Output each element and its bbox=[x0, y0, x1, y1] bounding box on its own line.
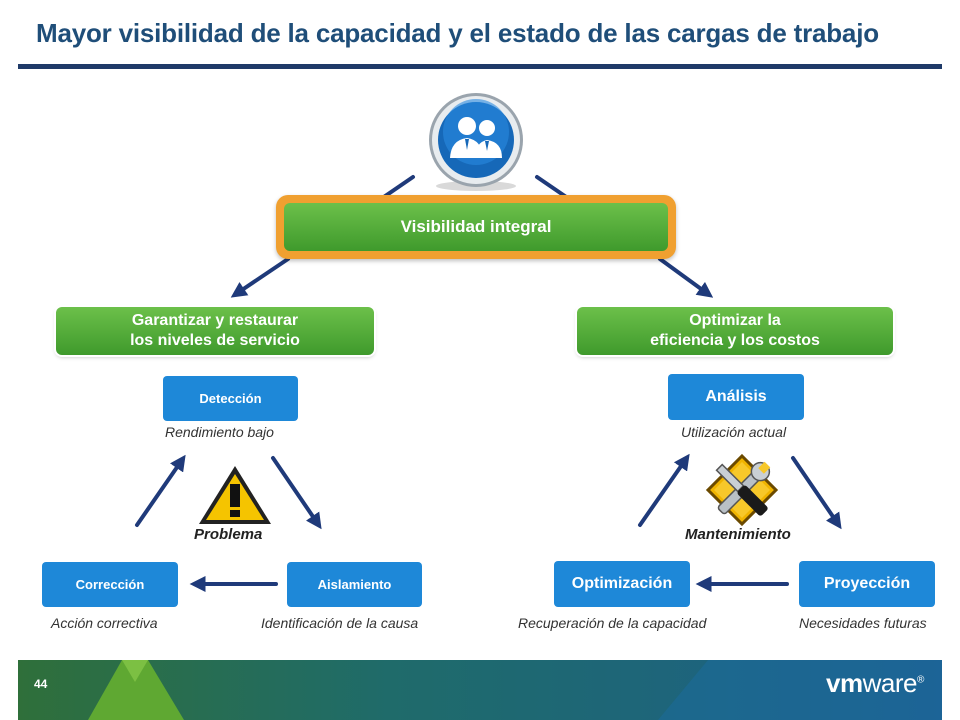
tools-icon bbox=[705, 453, 779, 527]
node-proyeccion-label: Proyección bbox=[823, 575, 911, 592]
node-correccion-label: Corrección bbox=[75, 577, 145, 592]
node-optimizacion-label: Optimización bbox=[571, 575, 673, 592]
footer-bar bbox=[18, 660, 942, 720]
caption-analisis: Utilización actual bbox=[681, 424, 787, 440]
right-heading-line1: Optimizar la bbox=[689, 312, 781, 329]
title-divider bbox=[18, 64, 942, 69]
caption-deteccion: Rendimiento bajo bbox=[165, 424, 274, 440]
node-optimizacion: Optimización bbox=[554, 561, 690, 607]
logo-suffix: ware bbox=[862, 668, 918, 698]
node-proyeccion: Proyección bbox=[799, 561, 935, 607]
arrow-to-left-branch bbox=[230, 257, 290, 298]
visibility-label: Visibilidad integral bbox=[400, 217, 552, 236]
arrow-optimizacion-to-analisis bbox=[638, 453, 690, 527]
node-aislamiento-label: Aislamiento bbox=[317, 577, 392, 592]
arrow-deteccion-to-aislamiento bbox=[271, 456, 322, 530]
caption-correccion: Acción correctiva bbox=[51, 615, 158, 631]
caption-optimizacion: Recuperación de la capacidad bbox=[518, 615, 707, 631]
node-analisis-label: Análisis bbox=[705, 388, 767, 405]
node-deteccion-label: Detección bbox=[199, 391, 262, 406]
logo-mark: ® bbox=[916, 674, 924, 686]
arrow-to-right-branch bbox=[658, 257, 714, 298]
problem-label: Problema bbox=[194, 526, 263, 543]
left-heading-line1: Garantizar y restaurar bbox=[131, 312, 299, 329]
page-number: 44 bbox=[34, 677, 48, 691]
caption-proyeccion: Necesidades futuras bbox=[799, 615, 927, 631]
visibility-box: Visibilidad integral bbox=[284, 203, 668, 251]
right-branch-heading: Optimizar la eficiencia y los costos bbox=[577, 307, 893, 355]
logo-prefix: vm bbox=[826, 668, 863, 698]
node-correccion: Corrección bbox=[42, 562, 178, 607]
left-heading-line2: los niveles de servicio bbox=[130, 332, 300, 349]
warning-icon bbox=[199, 466, 271, 524]
footer-decoration bbox=[88, 660, 942, 720]
right-heading-line2: eficiencia y los costos bbox=[650, 332, 820, 349]
users-icon bbox=[429, 93, 523, 191]
node-deteccion: Detección bbox=[163, 376, 298, 421]
node-analisis: Análisis bbox=[668, 374, 804, 420]
arrow-analisis-to-proyeccion bbox=[791, 456, 842, 530]
caption-aislamiento: Identificación de la causa bbox=[261, 615, 419, 631]
maintenance-label: Mantenimiento bbox=[685, 526, 791, 543]
node-aislamiento: Aislamiento bbox=[287, 562, 422, 607]
left-branch-heading: Garantizar y restaurar los niveles de se… bbox=[56, 307, 374, 355]
slide-title: Mayor visibilidad de la capacidad y el e… bbox=[36, 18, 879, 48]
vmware-logo: vmware® bbox=[826, 668, 924, 699]
arrow-correccion-to-deteccion bbox=[135, 454, 186, 527]
